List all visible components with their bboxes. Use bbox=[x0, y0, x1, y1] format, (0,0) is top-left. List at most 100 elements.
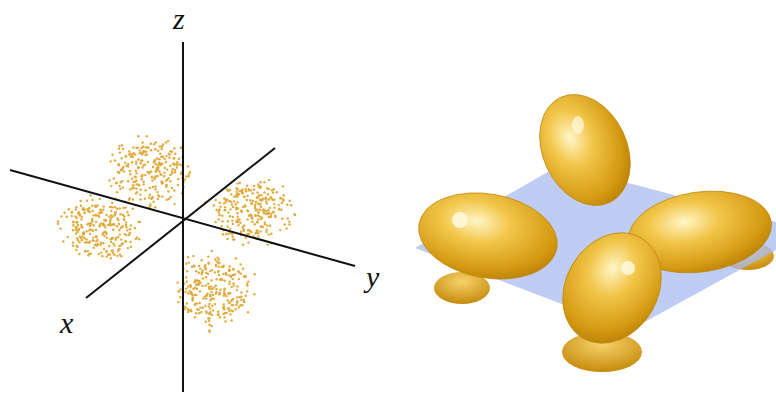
cloud-dot bbox=[263, 191, 265, 193]
cloud-dot bbox=[80, 205, 82, 207]
cloud-dot bbox=[191, 266, 193, 268]
cloud-dot bbox=[193, 265, 195, 267]
cloud-dot bbox=[165, 184, 167, 186]
cloud-dot bbox=[89, 194, 91, 196]
cloud-dot bbox=[118, 171, 120, 173]
cloud-dot bbox=[111, 216, 113, 218]
cloud-dot bbox=[257, 218, 259, 220]
cloud-dot bbox=[110, 185, 112, 187]
cloud-dot bbox=[135, 147, 137, 149]
cloud-dot bbox=[75, 229, 77, 231]
cloud-dot bbox=[239, 222, 241, 224]
cloud-dot bbox=[218, 211, 220, 213]
cloud-dot bbox=[174, 169, 176, 171]
cloud-dot bbox=[218, 261, 220, 263]
cloud-dot bbox=[282, 185, 284, 187]
cloud-dot bbox=[150, 143, 152, 145]
cloud-dot bbox=[249, 199, 251, 201]
cloud-dot bbox=[185, 175, 187, 177]
cloud-dot bbox=[126, 229, 128, 231]
cloud-dot bbox=[245, 237, 247, 239]
cloud-dot bbox=[198, 272, 200, 274]
cloud-dot bbox=[227, 190, 229, 192]
cloud-dot bbox=[228, 302, 230, 304]
cloud-dot bbox=[147, 161, 149, 163]
cloud-dot bbox=[80, 218, 82, 220]
cloud-dot bbox=[119, 207, 121, 209]
cloud-dot bbox=[199, 267, 201, 269]
cloud-dot bbox=[135, 163, 137, 165]
cloud-dot bbox=[176, 164, 178, 166]
cloud-dot bbox=[214, 303, 216, 305]
cloud-dot bbox=[201, 259, 203, 261]
cloud-dot bbox=[224, 320, 226, 322]
cloud-dot bbox=[92, 239, 94, 241]
cloud-dot bbox=[158, 195, 160, 197]
cloud-dot bbox=[232, 216, 234, 218]
cloud-dot bbox=[243, 299, 245, 301]
cloud-dot bbox=[260, 199, 262, 201]
cloud-dot bbox=[288, 220, 290, 222]
cloud-dot bbox=[186, 281, 188, 283]
cloud-dot bbox=[168, 156, 170, 158]
cloud-dot bbox=[172, 168, 174, 170]
cloud-dot bbox=[117, 171, 119, 173]
cloud-dot bbox=[149, 187, 151, 189]
cloud-dot bbox=[155, 163, 157, 165]
cloud-dot bbox=[110, 210, 112, 212]
cloud-dot bbox=[186, 270, 188, 272]
cloud-dot bbox=[87, 208, 89, 210]
cloud-dot bbox=[79, 200, 81, 202]
cloud-dot bbox=[124, 206, 126, 208]
cloud-dot bbox=[273, 188, 275, 190]
cloud-dot bbox=[209, 311, 211, 313]
cloud-dot bbox=[286, 204, 288, 206]
cloud-dot bbox=[95, 205, 97, 207]
cloud-dot bbox=[116, 182, 118, 184]
cloud-dot bbox=[242, 244, 244, 246]
cloud-dot bbox=[139, 193, 141, 195]
cloud-dot bbox=[129, 232, 131, 234]
cloud-dot bbox=[253, 188, 255, 190]
cloud-dot bbox=[245, 275, 247, 277]
cloud-dot bbox=[80, 237, 82, 239]
cloud-dot bbox=[210, 285, 212, 287]
cloud-dot bbox=[153, 178, 155, 180]
cloud-dot bbox=[195, 312, 197, 314]
cloud-dot bbox=[196, 302, 198, 304]
cloud-dot bbox=[228, 292, 230, 294]
cloud-dot bbox=[71, 211, 73, 213]
cloud-dot bbox=[92, 236, 94, 238]
cloud-dot bbox=[57, 223, 59, 225]
cloud-dot bbox=[160, 148, 162, 150]
cloud-dot bbox=[102, 223, 104, 225]
cloud-dot bbox=[241, 210, 243, 212]
cloud-dot bbox=[205, 321, 207, 323]
cloud-dot bbox=[123, 219, 125, 221]
cloud-dot bbox=[151, 176, 153, 178]
cloud-dot bbox=[236, 191, 238, 193]
cloud-dot bbox=[233, 200, 235, 202]
cloud-dot bbox=[120, 157, 122, 159]
cloud-dot bbox=[118, 163, 120, 165]
cloud-dot bbox=[91, 220, 93, 222]
cloud-dot bbox=[236, 193, 238, 195]
cloud-dot bbox=[164, 167, 166, 169]
axis-label-x: x bbox=[60, 308, 73, 338]
cloud-dot bbox=[234, 195, 236, 197]
axis-label-y: y bbox=[366, 262, 379, 292]
cloud-dot bbox=[192, 255, 194, 257]
cloud-dot bbox=[256, 221, 258, 223]
cloud-dot bbox=[235, 203, 237, 205]
cloud-dot bbox=[111, 250, 113, 252]
cloud-dot bbox=[250, 230, 252, 232]
cloud-dot bbox=[259, 203, 261, 205]
cloud-dot bbox=[242, 228, 244, 230]
cloud-dot bbox=[227, 220, 229, 222]
cloud-dot bbox=[157, 167, 159, 169]
cloud-dot bbox=[257, 211, 259, 213]
cloud-dot bbox=[265, 231, 267, 233]
cloud-dot bbox=[100, 251, 102, 253]
cloud-dot bbox=[243, 225, 245, 227]
cloud-dot bbox=[109, 160, 111, 162]
